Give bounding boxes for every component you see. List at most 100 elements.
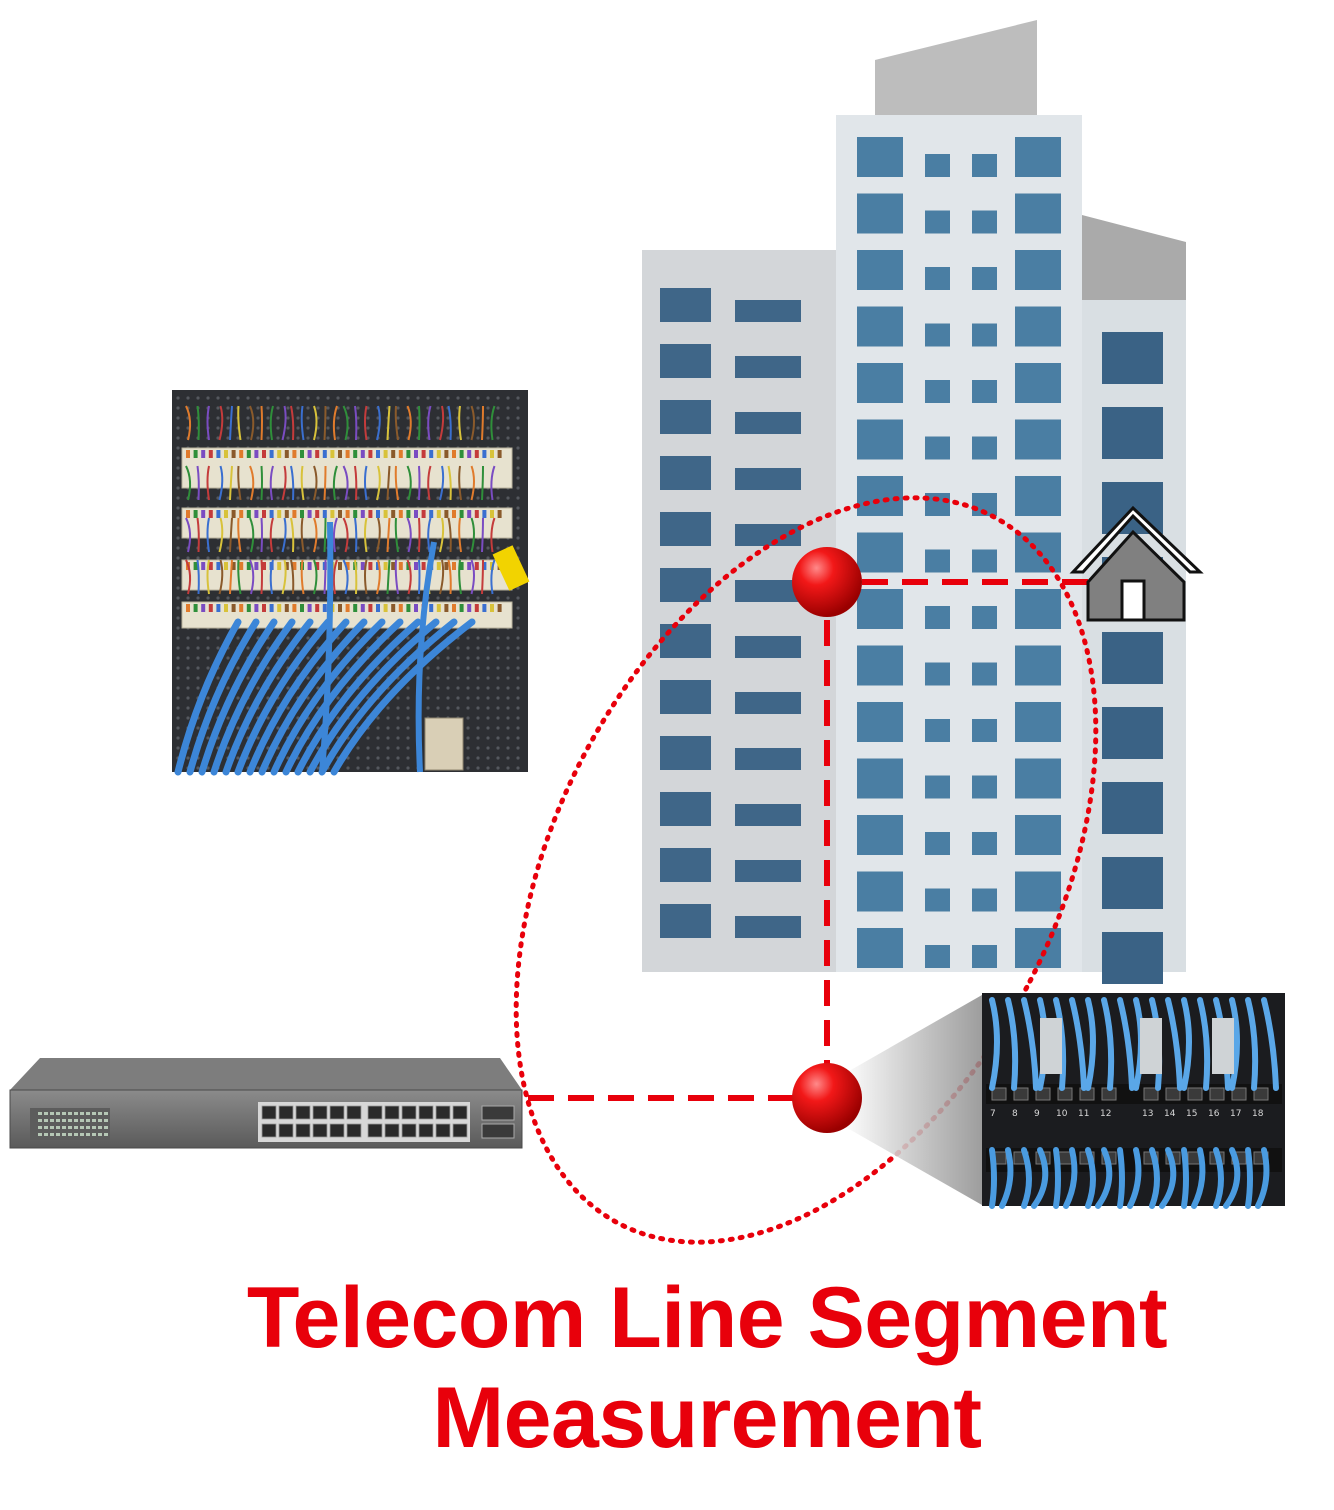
- patch-port-number: 8: [1012, 1109, 1018, 1119]
- patch-port-number: 12: [1100, 1109, 1111, 1119]
- window: [660, 792, 711, 826]
- window: [857, 645, 903, 686]
- window: [1102, 332, 1163, 384]
- house-icon: [1069, 505, 1204, 622]
- window: [1015, 645, 1061, 686]
- window: [660, 400, 711, 434]
- network-switch: [9, 1058, 523, 1149]
- building-illustration: [642, 20, 1186, 984]
- window: [1102, 782, 1163, 834]
- window: [972, 719, 997, 742]
- patch-cable: [1053, 1147, 1061, 1209]
- patch-port-number: 9: [1034, 1109, 1040, 1119]
- window: [972, 662, 997, 686]
- zoom-beam: [842, 995, 982, 1205]
- window: [735, 804, 801, 826]
- wiring-frame-photo: [172, 390, 530, 776]
- patch-cable: [1117, 997, 1135, 1091]
- window: [660, 624, 711, 658]
- window: [925, 832, 950, 855]
- window: [1015, 419, 1061, 460]
- window: [925, 210, 950, 234]
- window: [857, 815, 903, 855]
- switch-port: [418, 1105, 434, 1120]
- blue-cable: [210, 618, 296, 776]
- patch-cable: [1213, 1147, 1224, 1209]
- window: [925, 154, 950, 177]
- window: [735, 300, 801, 322]
- window: [735, 356, 801, 378]
- connection-lines: [528, 579, 1098, 1101]
- building-windows: [660, 137, 1163, 984]
- switch-port: [452, 1123, 468, 1138]
- window: [972, 154, 997, 177]
- patch-cable: [1229, 997, 1240, 1091]
- caption-line-1: Telecom Line Segment: [246, 1270, 1168, 1366]
- patch-port-number: 7: [990, 1109, 996, 1119]
- window: [735, 580, 801, 602]
- switch-port: [295, 1105, 311, 1120]
- cable-tie: [1140, 1018, 1162, 1074]
- patch-port-number: 10: [1056, 1109, 1068, 1119]
- window: [735, 412, 801, 434]
- red-ball-icon: [792, 1063, 862, 1133]
- blue-cable: [174, 618, 242, 776]
- diagram-caption: Telecom Line Segment Measurement: [0, 1268, 1334, 1468]
- window: [735, 636, 801, 658]
- window: [972, 380, 997, 403]
- patch-port-number: 11: [1078, 1109, 1089, 1119]
- window: [925, 606, 950, 629]
- blue-cable: [282, 618, 404, 776]
- window: [1015, 363, 1061, 403]
- blue-cable: [258, 618, 368, 776]
- window: [1102, 407, 1163, 459]
- patch-cable: [1191, 1147, 1206, 1209]
- caption-line-2: Measurement: [432, 1370, 982, 1466]
- blue-cable: [318, 618, 458, 776]
- blue-cable: [198, 618, 278, 776]
- window: [925, 267, 950, 290]
- window: [972, 549, 997, 573]
- window: [660, 288, 711, 322]
- window: [660, 512, 711, 546]
- patch-cable: [1117, 1147, 1125, 1209]
- window: [857, 363, 903, 403]
- window: [1015, 815, 1061, 855]
- window: [857, 250, 903, 290]
- blue-cable: [222, 618, 314, 776]
- window: [972, 606, 997, 629]
- window: [925, 719, 950, 742]
- window: [972, 832, 997, 855]
- window: [735, 860, 801, 882]
- window: [972, 210, 997, 234]
- yellow-tag: [492, 545, 530, 591]
- blue-cable: [186, 618, 260, 776]
- patch-port-number: 15: [1186, 1109, 1197, 1119]
- window: [972, 888, 997, 912]
- switch-port: [435, 1105, 451, 1120]
- window: [857, 702, 903, 742]
- patch-cable: [1149, 1147, 1160, 1209]
- tower-roof: [875, 20, 1037, 115]
- window: [1102, 632, 1163, 684]
- patch-cable: [1181, 1147, 1189, 1209]
- window: [972, 323, 997, 347]
- switch-port: [418, 1123, 434, 1138]
- switch-port: [384, 1105, 400, 1120]
- cable-tie: [1040, 1018, 1062, 1074]
- patch-cable: [1069, 997, 1087, 1091]
- switch-port: [435, 1123, 451, 1138]
- window: [972, 267, 997, 290]
- window: [857, 306, 903, 347]
- patch-cable: [1053, 997, 1067, 1091]
- patch-cable: [999, 1147, 1014, 1209]
- window: [925, 436, 950, 460]
- patch-cable: [1101, 997, 1115, 1091]
- window: [1015, 306, 1061, 347]
- patch-cable: [1063, 1147, 1078, 1209]
- patch-port-number: 16: [1208, 1109, 1220, 1119]
- window: [972, 436, 997, 460]
- cable-tie: [1212, 1018, 1234, 1074]
